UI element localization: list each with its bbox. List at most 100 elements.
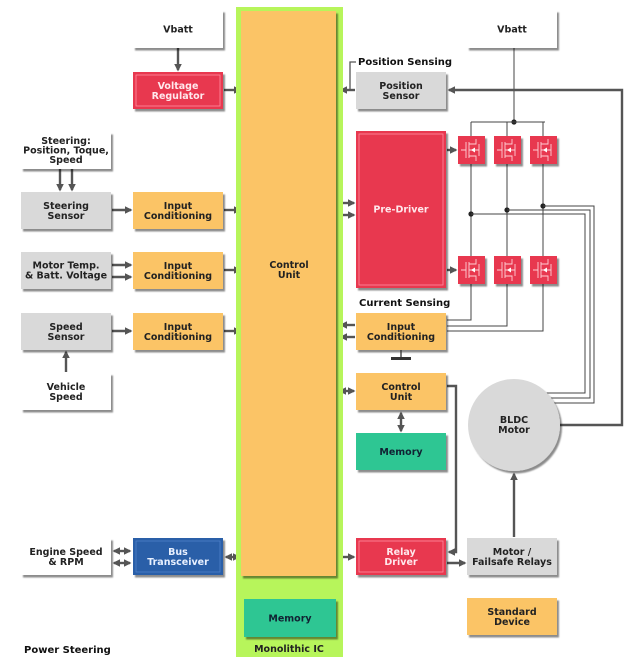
steering-inputs-box: Steering:Position, Toque,Speed <box>21 132 111 169</box>
engine-speed-rpm-box-label-line-1: Engine Speed <box>29 547 102 558</box>
voltage-regulator-inner-border <box>135 74 221 107</box>
wire-phase-a <box>471 213 586 394</box>
mosfet-switch-icon <box>458 136 485 164</box>
speed-sensor-shape <box>21 313 111 350</box>
vbatt-left-box-shape <box>133 10 223 48</box>
mosfet-switch-icon <box>494 136 521 164</box>
motor-temp-batt-box-shape <box>21 252 111 289</box>
pre-driver-shape <box>356 131 446 288</box>
relay-driver-inner-border <box>358 540 444 573</box>
mosfet-arrow <box>507 147 511 153</box>
memory-secondary: Memory <box>356 433 446 470</box>
steering-inputs-box-label-line-2: Position, Toque, <box>23 146 109 157</box>
mosfet-arrow <box>543 267 547 273</box>
control-unit-main-label-line-2: Unit <box>278 270 301 281</box>
position-sensor-label-line-2: Sensor <box>383 91 420 102</box>
standard-device-legend-shape <box>467 598 557 635</box>
input-conditioning-3-label-line-1: Input <box>164 322 193 333</box>
motor-temp-batt-box-label-line-1: Motor Temp. <box>32 261 99 272</box>
steering-sensor-label-line-2: Sensor <box>48 211 85 222</box>
voltage-regulator-label-line-1: Voltage <box>158 81 199 92</box>
ground-bar <box>391 357 411 360</box>
failsafe-relays-box: Motor /Failsafe Relays <box>467 538 557 575</box>
standard-device-legend-label-line-2: Device <box>494 617 530 628</box>
mosfet-symbol <box>533 139 552 161</box>
mosfet-symbol <box>497 139 516 161</box>
input-conditioning-3-shape <box>133 313 223 350</box>
mosfet-switch-icon <box>530 136 557 164</box>
mosfet-symbol <box>497 259 516 281</box>
vbatt-right-box: Vbatt <box>467 10 557 48</box>
mosfet-arrow <box>507 267 511 273</box>
input-conditioning-2-shape <box>133 252 223 289</box>
input-conditioning-1-label-line-1: Input <box>164 201 193 212</box>
engine-speed-rpm-box-shape <box>21 538 111 575</box>
current-sensing-label: Current Sensing <box>359 298 450 309</box>
steering-sensor-label-line-1: Steering <box>43 201 89 212</box>
vehicle-speed-box-label-line-1: Vehicle <box>47 382 86 393</box>
input-conditioning-current-shape <box>356 313 446 350</box>
failsafe-relays-box-shape <box>467 538 557 575</box>
wire-current-sense-b <box>447 284 508 327</box>
wire-phase-c <box>515 205 595 404</box>
position-sensor-shape <box>356 72 446 109</box>
control-unit-main-label-line-1: Control <box>269 260 308 271</box>
steering-inputs-box-label-line-3: Speed <box>49 155 82 166</box>
mosfet-switch-icon <box>458 256 485 284</box>
mosfet-arrow <box>471 267 475 273</box>
speed-sensor-label-line-1: Speed <box>49 322 82 333</box>
arrow-control-unit-2-to-relay <box>447 384 458 556</box>
bus-transceiver-label-line-1: Bus <box>168 547 188 558</box>
input-conditioning-current-label-line-2: Conditioning <box>367 332 435 343</box>
mosfet-symbol <box>533 259 552 281</box>
relay-driver-label-line-1: Relay <box>386 547 416 558</box>
pre-driver-inner-border <box>358 133 444 286</box>
engine-speed-rpm-box: Engine Speed& RPM <box>21 538 111 575</box>
voltage-regulator-label-line-2: Regulator <box>152 91 205 102</box>
motor-temp-batt-box-label-line-2: & Batt. Voltage <box>25 271 107 282</box>
bldc-motor-label-line-1: BLDC <box>500 415 528 426</box>
wire-motor-feedback <box>447 86 624 427</box>
vehicle-speed-box-label-line-2: Speed <box>49 392 82 403</box>
standard-device-legend-label-line-1: Standard <box>487 607 536 618</box>
voltage-regulator-shape <box>133 72 223 109</box>
vbatt-right-box-label-line-1: Vbatt <box>497 24 527 35</box>
mosfet-switch-icon <box>530 256 557 284</box>
vbatt-right-box-shape <box>467 10 557 48</box>
speed-sensor-label-line-2: Sensor <box>48 332 85 343</box>
vehicle-speed-box-shape <box>21 373 111 410</box>
mosfet-symbol <box>461 259 480 281</box>
input-conditioning-1-shape <box>133 192 223 229</box>
engine-speed-rpm-box-label-line-2: & RPM <box>48 557 83 568</box>
vbatt-left-box-label-line-1: Vbatt <box>163 24 193 35</box>
mosfet-symbol <box>461 139 480 161</box>
control-unit-secondary-label-line-2: Unit <box>390 392 413 403</box>
wire-current-sense-a <box>447 284 472 321</box>
page-title: Power Steering <box>24 645 111 656</box>
input-conditioning-current-label-line-1: Input <box>387 322 416 333</box>
bus-transceiver-inner-border <box>135 540 221 573</box>
position-sensor-label-line-1: Position <box>379 81 423 92</box>
input-conditioning-2-label-line-1: Input <box>164 261 193 272</box>
pre-driver: Pre-Driver <box>356 131 446 288</box>
monolithic-ic-label: Monolithic IC <box>254 644 324 655</box>
control-unit-secondary-shape <box>356 373 446 410</box>
failsafe-relays-box-label-line-2: Failsafe Relays <box>472 557 552 568</box>
relay-driver-shape <box>356 538 446 575</box>
input-conditioning-2-label-line-2: Conditioning <box>144 271 212 282</box>
